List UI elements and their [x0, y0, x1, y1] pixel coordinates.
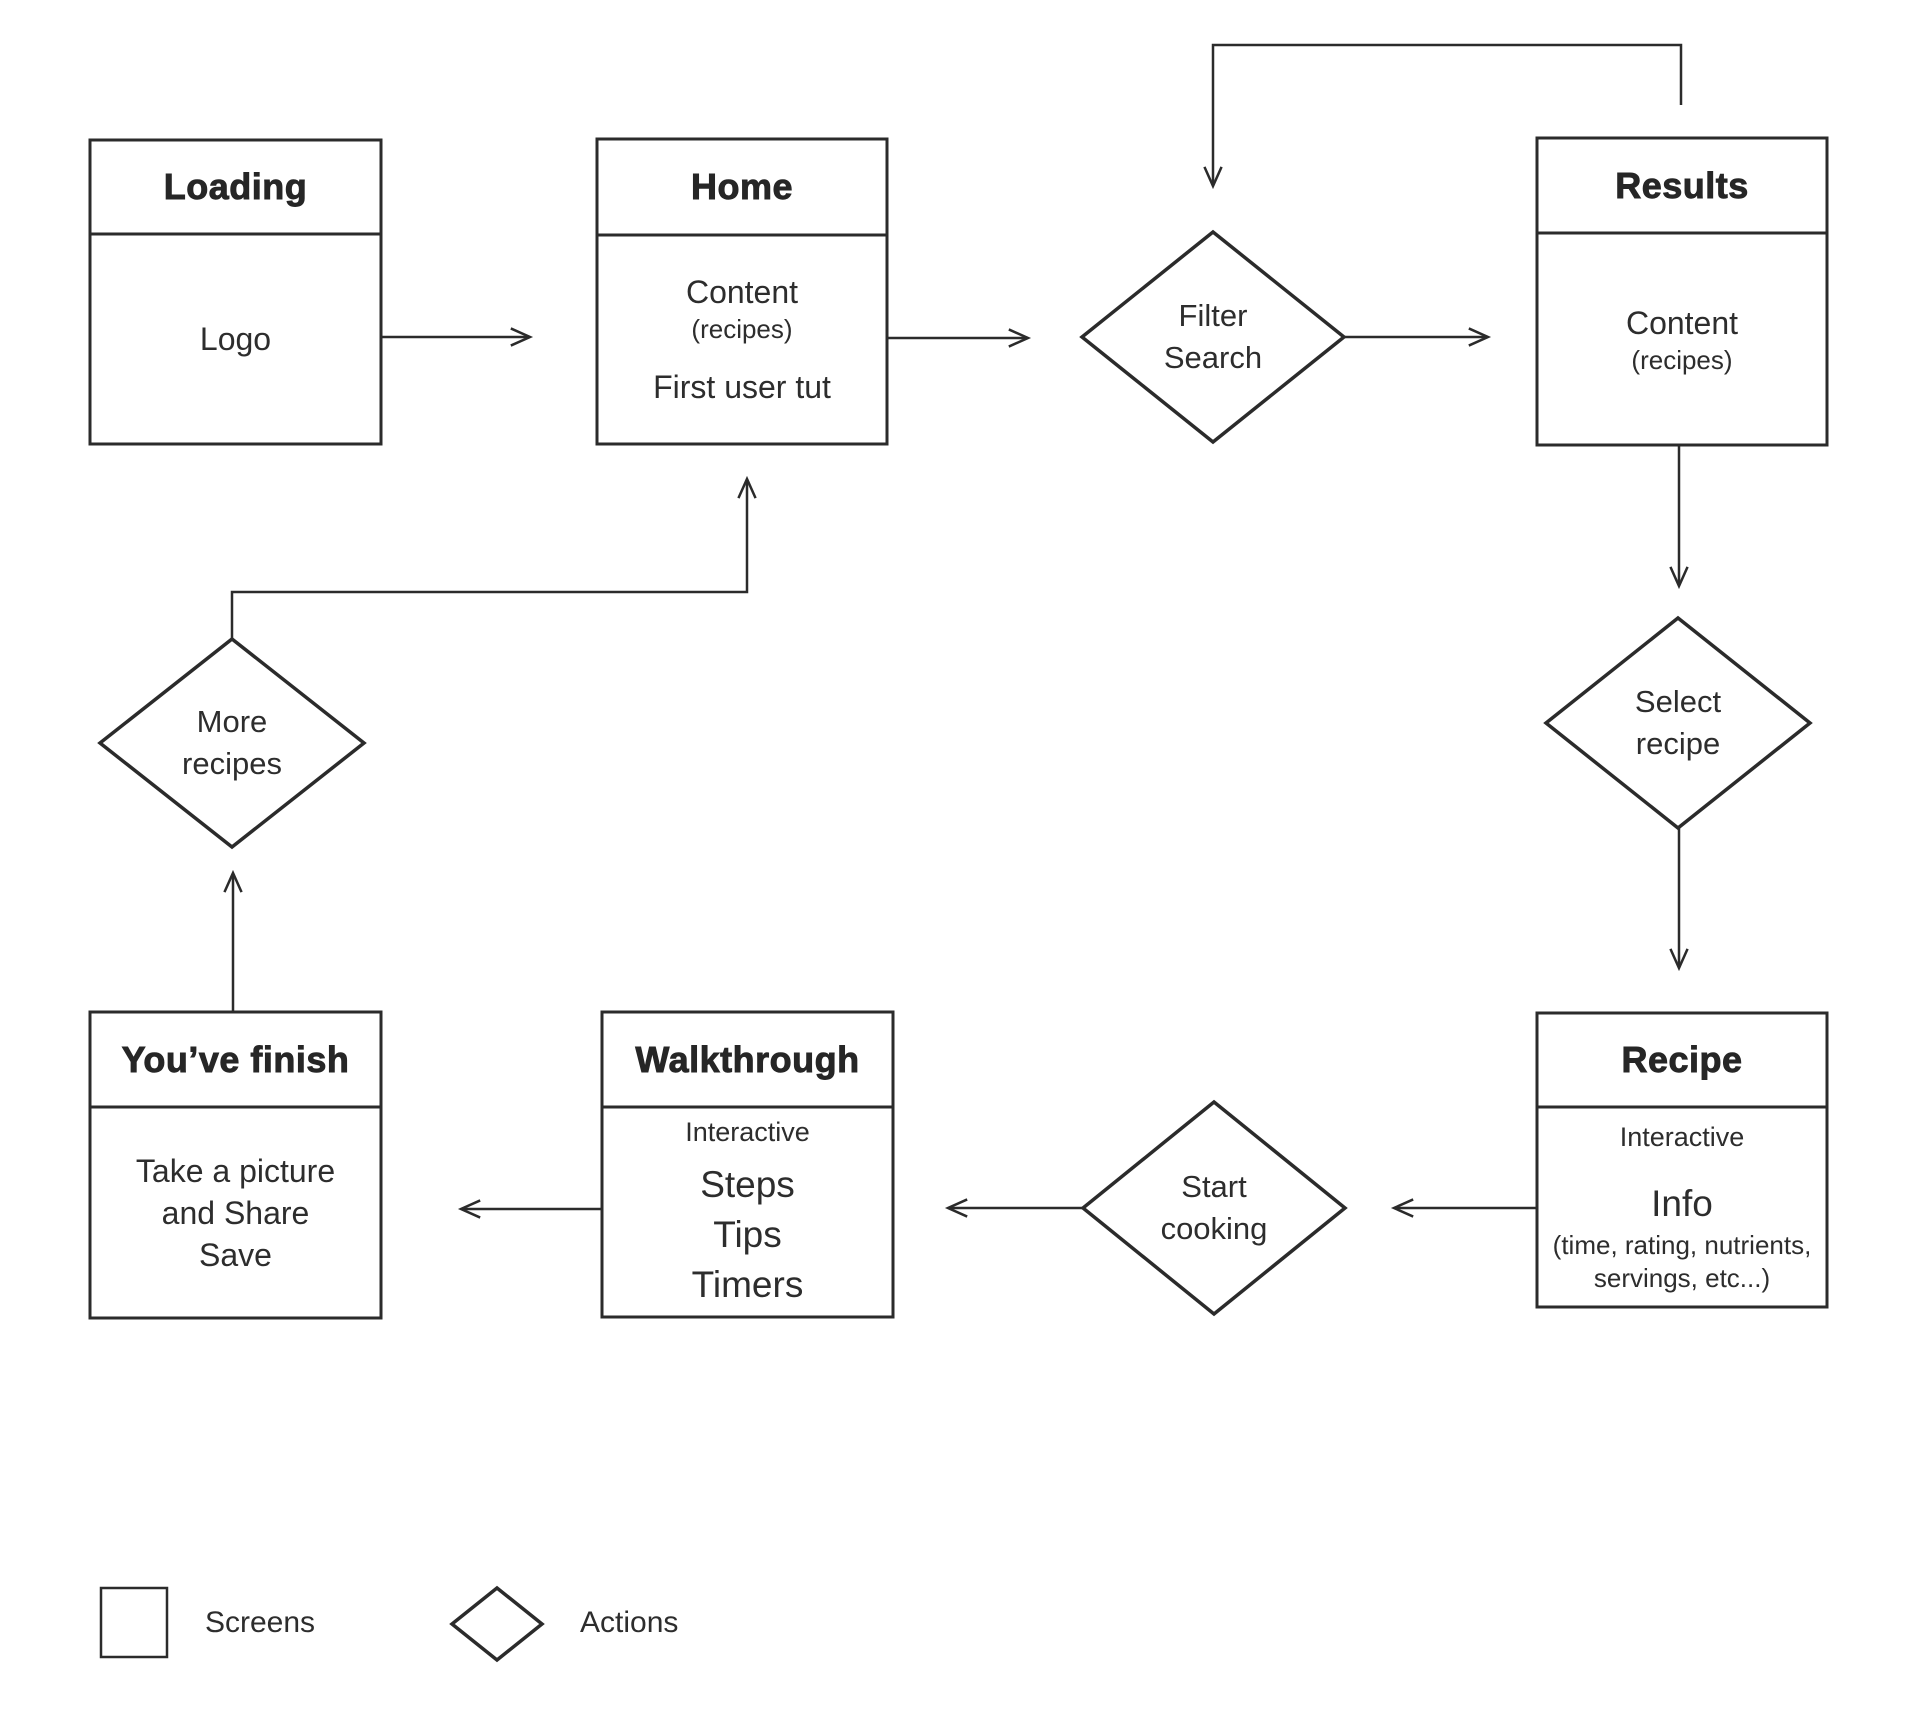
screen-recipe-body-line: Info — [1651, 1183, 1713, 1224]
screen-recipe-body-line: (time, rating, nutrients, — [1552, 1230, 1812, 1260]
screen-recipe-shape — [1535, 1011, 1829, 1309]
screen-walkthrough-shape — [600, 1010, 895, 1319]
edge-results-loop-to-filter-search — [1211, 43, 1683, 186]
screen-home-body-line: (recipes) — [691, 314, 793, 344]
edge-recipe-to-start-cooking-arrowhead — [1390, 1198, 1414, 1218]
screen-loading-body: Logo — [90, 234, 381, 444]
screen-home-body-line: First user tut — [653, 369, 831, 405]
screen-recipe-body-line: Interactive — [1619, 1122, 1745, 1152]
screen-walkthrough-body-line: Tips — [713, 1214, 782, 1255]
screen-home-body: Content (recipes) First user tut — [597, 235, 887, 444]
screen-walkthrough-body-line: Timers — [691, 1264, 804, 1305]
action-select-recipe-label: Select recipe — [1546, 618, 1810, 828]
action-filter-search-shape — [1079, 229, 1347, 445]
screen-results-body-line: (recipes) — [1631, 344, 1733, 375]
screen-recipe-title: Recipe — [1621, 1039, 1743, 1081]
action-start-cooking-label: Start cooking — [1083, 1102, 1345, 1314]
action-select-recipe-line: Select — [1634, 684, 1722, 719]
screen-loading-body-line: Logo — [199, 321, 272, 357]
edge-walkthrough-to-youve-finish-arrowhead — [457, 1199, 481, 1219]
screen-youve-finish-title: You’ve finish — [121, 1038, 350, 1080]
screen-youve-finish-body-line: Save — [199, 1236, 272, 1273]
action-more-recipes-shape — [97, 636, 367, 850]
legend-screens-label: Screens — [205, 1605, 316, 1639]
action-start-cooking-line: cooking — [1160, 1211, 1268, 1246]
edge-more-recipes-to-home — [230, 479, 749, 639]
screen-results-body: Content (recipes) — [1537, 233, 1827, 445]
edge-more-recipes-to-home-arrowhead — [737, 475, 757, 499]
action-filter-search-line: Search — [1163, 340, 1263, 375]
legend-actions-shape — [449, 1585, 545, 1663]
screen-results-title: Results — [1615, 164, 1749, 206]
action-filter-search-label: Filter Search — [1082, 232, 1344, 442]
screen-youve-finish-shape — [88, 1010, 383, 1320]
action-more-recipes-line: recipes — [182, 746, 282, 781]
screen-youve-finish-body-line: and Share — [161, 1194, 310, 1231]
screen-loading-title: Loading — [163, 166, 308, 208]
action-filter-search-line: Filter — [1178, 298, 1248, 333]
screen-youve-finish-body: Take a picture and Share Save — [90, 1107, 381, 1318]
edge-results-to-select-recipe-arrowhead — [1669, 566, 1689, 590]
action-more-recipes-line: More — [196, 704, 268, 739]
screen-recipe-body-line: servings, etc...) — [1593, 1263, 1771, 1293]
screen-results-body-line: Content — [1625, 304, 1739, 341]
legend-screens-shape — [99, 1586, 169, 1659]
screen-youve-finish-body-line: Take a picture — [135, 1152, 336, 1189]
edge-home-to-filter-search-arrowhead — [1008, 328, 1032, 348]
screen-home-shape — [595, 137, 889, 446]
legend-actions-label: Actions — [580, 1605, 679, 1639]
edge-loading-to-home-arrowhead — [510, 327, 534, 347]
edge-youve-finish-to-more-recipes-arrowhead — [223, 869, 243, 893]
screen-walkthrough-body-line: Steps — [700, 1164, 795, 1205]
action-start-cooking-line: Start — [1181, 1169, 1247, 1204]
screen-home-title: Home — [690, 166, 794, 208]
edge-start-cooking-to-walkthrough-arrowhead — [944, 1198, 968, 1218]
screen-home-body-line: Content — [685, 274, 799, 310]
screen-recipe-body: Interactive Info (time, rating, nutrient… — [1537, 1107, 1827, 1307]
screen-loading-shape — [88, 138, 383, 446]
screen-walkthrough-body: Interactive Steps Tips Timers — [602, 1107, 893, 1317]
action-start-cooking-shape — [1080, 1099, 1348, 1317]
action-select-recipe-line: recipe — [1635, 726, 1721, 761]
screen-walkthrough-body-line: Interactive — [685, 1117, 810, 1147]
edge-results-loop-to-filter-search-arrowhead — [1203, 166, 1223, 190]
edge-filter-search-to-results-arrowhead — [1468, 327, 1492, 347]
action-more-recipes-label: More recipes — [100, 639, 364, 847]
edge-select-recipe-to-recipe-arrowhead — [1669, 948, 1689, 972]
screen-results-shape — [1535, 136, 1829, 447]
screen-walkthrough-title: Walkthrough — [635, 1038, 860, 1080]
